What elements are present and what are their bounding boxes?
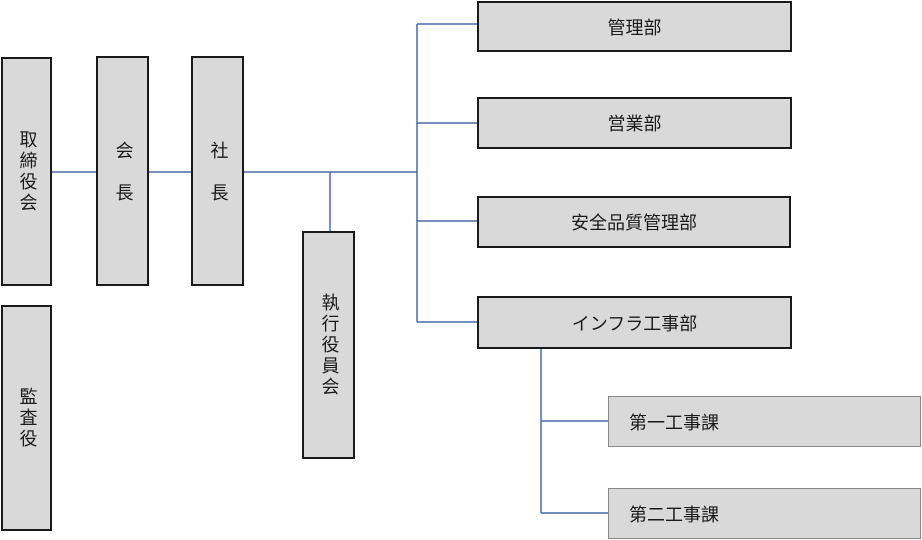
chairman-label: 会長 [112, 141, 134, 225]
section-label: 第一工事課 [629, 412, 719, 434]
executive-committee-label: 執行役員会 [318, 292, 340, 398]
section-box-second-construction: 第二工事課 [608, 488, 921, 539]
department-box-administration: 管理部 [477, 1, 792, 52]
department-box-infrastructure: インフラ工事部 [477, 296, 792, 349]
department-label: 営業部 [607, 114, 662, 135]
chairman-box: 会長 [96, 56, 149, 286]
department-label: インフラ工事部 [571, 313, 698, 335]
section-box-first-construction: 第一工事課 [608, 396, 921, 447]
department-box-safety-quality: 安全品質管理部 [477, 196, 791, 248]
department-label: 安全品質管理部 [571, 213, 697, 234]
department-label: 管理部 [607, 17, 662, 39]
board-of-directors-box: 取締役会 [1, 57, 52, 286]
auditor-box: 監査役 [1, 305, 52, 531]
president-box: 社長 [191, 56, 244, 286]
executive-committee-box: 執行役員会 [302, 231, 355, 459]
section-label: 第二工事課 [629, 504, 719, 526]
department-box-sales: 営業部 [477, 97, 792, 149]
board-of-directors-label: 取締役会 [16, 129, 38, 214]
auditor-label: 監査役 [16, 386, 38, 450]
president-label: 社長 [207, 141, 229, 225]
